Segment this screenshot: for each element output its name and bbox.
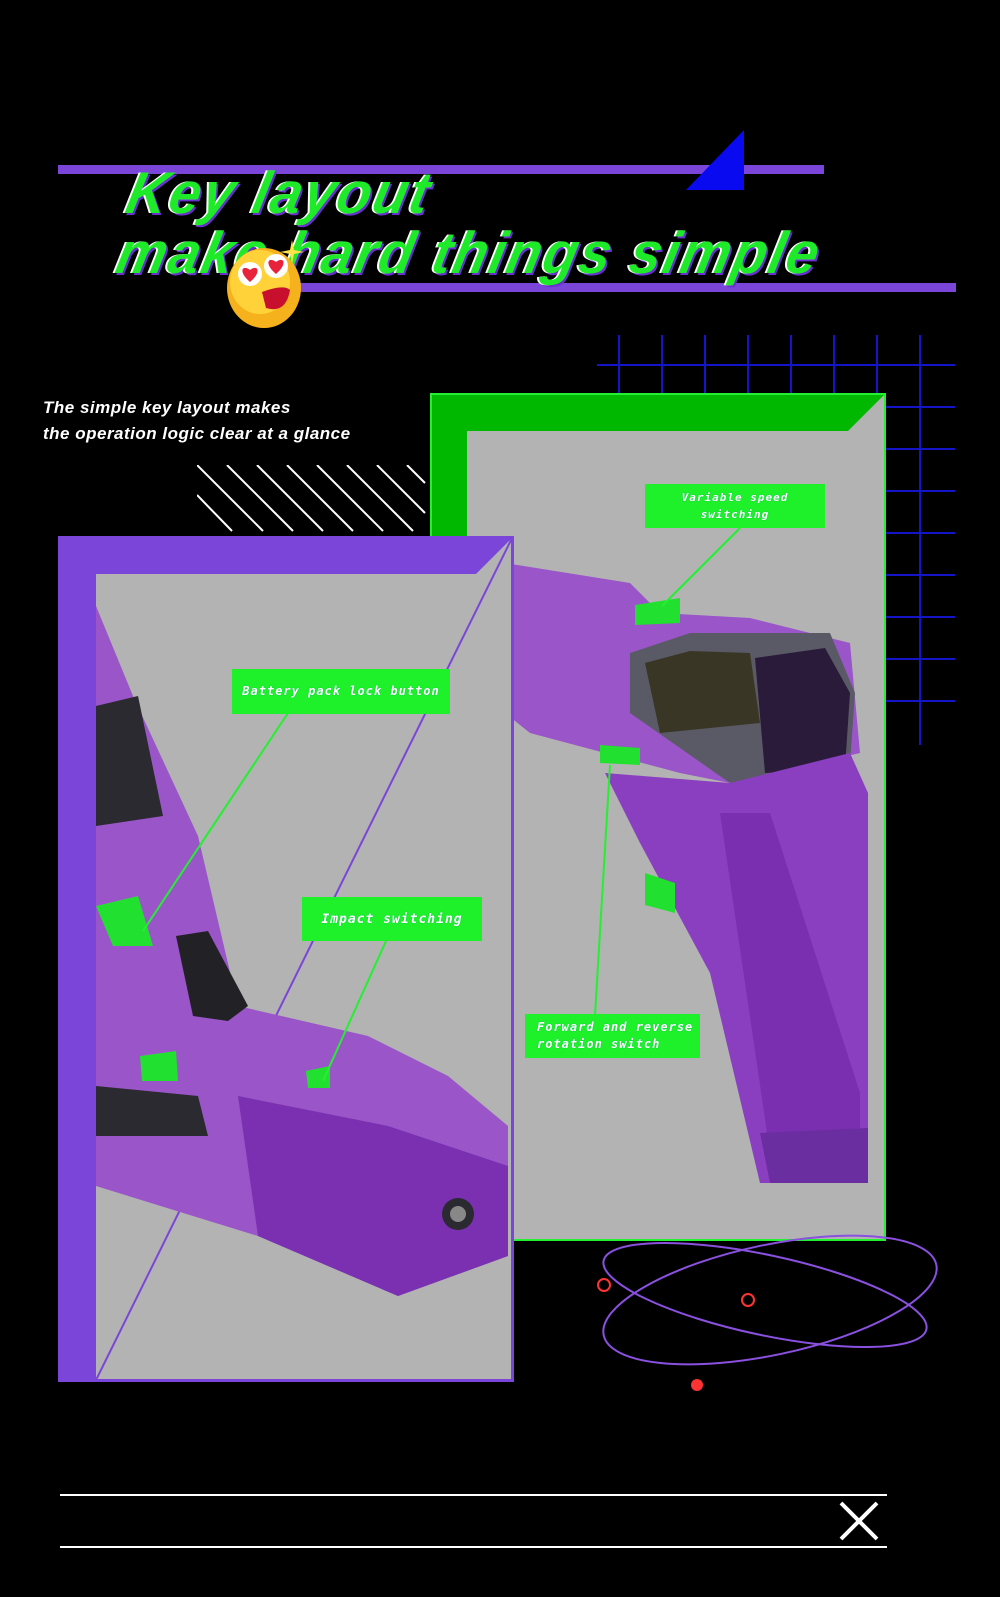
bottom-divider-top	[60, 1494, 887, 1496]
callout-forward-reverse-rotation-switch: Forward and reverse rotation switch	[525, 1014, 700, 1058]
heart-eyes-emoji-icon	[227, 240, 304, 328]
bottom-purple-bar	[300, 283, 956, 292]
subtitle-line-2: the operation logic clear at a glance	[43, 424, 351, 443]
callout-variable-speed-switching: Variable speed switching	[645, 484, 825, 528]
callout-impact-switching: Impact switching	[302, 897, 482, 941]
orbit-decoration	[597, 1234, 938, 1391]
bottom-divider-bottom	[60, 1546, 887, 1548]
left-product-panel	[58, 536, 514, 1382]
top-purple-bar	[58, 165, 824, 174]
callout-forward-reverse-line-2: rotation switch	[537, 1037, 661, 1051]
blue-triangle	[686, 130, 744, 190]
callout-battery-pack-lock-button: Battery pack lock button	[232, 669, 450, 714]
callout-forward-reverse-line-1: Forward and reverse	[537, 1020, 694, 1034]
hatch-decoration	[197, 465, 426, 532]
subtitle-line-1: The simple key layout makes	[43, 398, 291, 417]
title-line-1: Key layout	[120, 159, 439, 226]
title-line-2: make hard things simple	[110, 219, 828, 286]
close-icon[interactable]	[838, 1500, 880, 1542]
